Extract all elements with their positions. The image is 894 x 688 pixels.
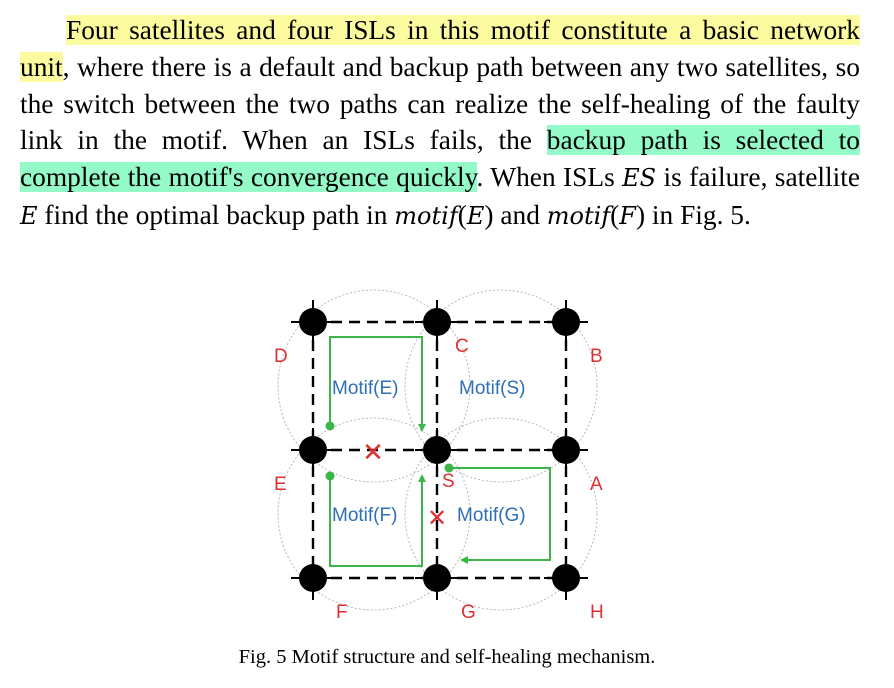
node-label-H: H [590,602,604,623]
satellite-E [299,436,327,464]
math-motif: motif [394,201,458,230]
satellite-G [423,564,451,592]
satellites [299,308,580,592]
motif-label-F: Motif(F) [332,505,397,526]
satellite-A [552,436,580,464]
node-label-F: F [336,602,348,623]
body-paragraph: Four satellites and four ISLs in this mo… [20,12,860,235]
backup-path-motif-E [329,336,426,432]
text-run: ) in Fig. 5. [635,199,751,230]
path-start-dots [325,421,454,481]
failure-mark-SG: ✕ [427,504,447,532]
node-label-C: C [455,336,469,357]
figure-caption: Fig. 5 Motif structure and self-healing … [238,646,656,668]
math-E: E [466,201,485,230]
math-F: F [619,201,636,230]
text-run: . When ISLs [476,162,623,193]
node-label-D: D [274,346,288,367]
satellite-C [423,308,451,336]
node-label-B: B [590,346,603,367]
text-run: , where there is a default and backup pa… [20,51,860,156]
backup-path-motif-G [449,467,551,564]
motif-label-G: Motif(G) [457,505,526,526]
math-E: E [20,201,38,230]
failure-mark-ES: ✕ [362,438,384,468]
text-run: ( [457,199,467,230]
node-label-A: A [590,474,603,495]
motif-label-E: Motif(E) [332,378,399,399]
math-ES: ES [622,164,657,193]
satellite-B [552,308,580,336]
satellite-D [299,308,327,336]
node-label-E: E [274,474,287,495]
text-run: ) and [484,199,547,230]
coverage-circles [277,289,598,611]
motif-label-S: Motif(S) [459,378,526,399]
satellite-H [552,564,580,592]
node-label-S: S [442,471,455,492]
satellite-S [423,436,451,464]
text-run: is failure, satellite [656,162,860,193]
text-run: ( [610,199,620,230]
satellite-F [299,564,327,592]
text-run: find the optimal backup path in [37,199,395,230]
math-motif: motif [546,201,611,230]
backup-path-motif-F [329,474,426,567]
backup-paths [329,336,551,567]
node-label-G: G [461,602,476,623]
